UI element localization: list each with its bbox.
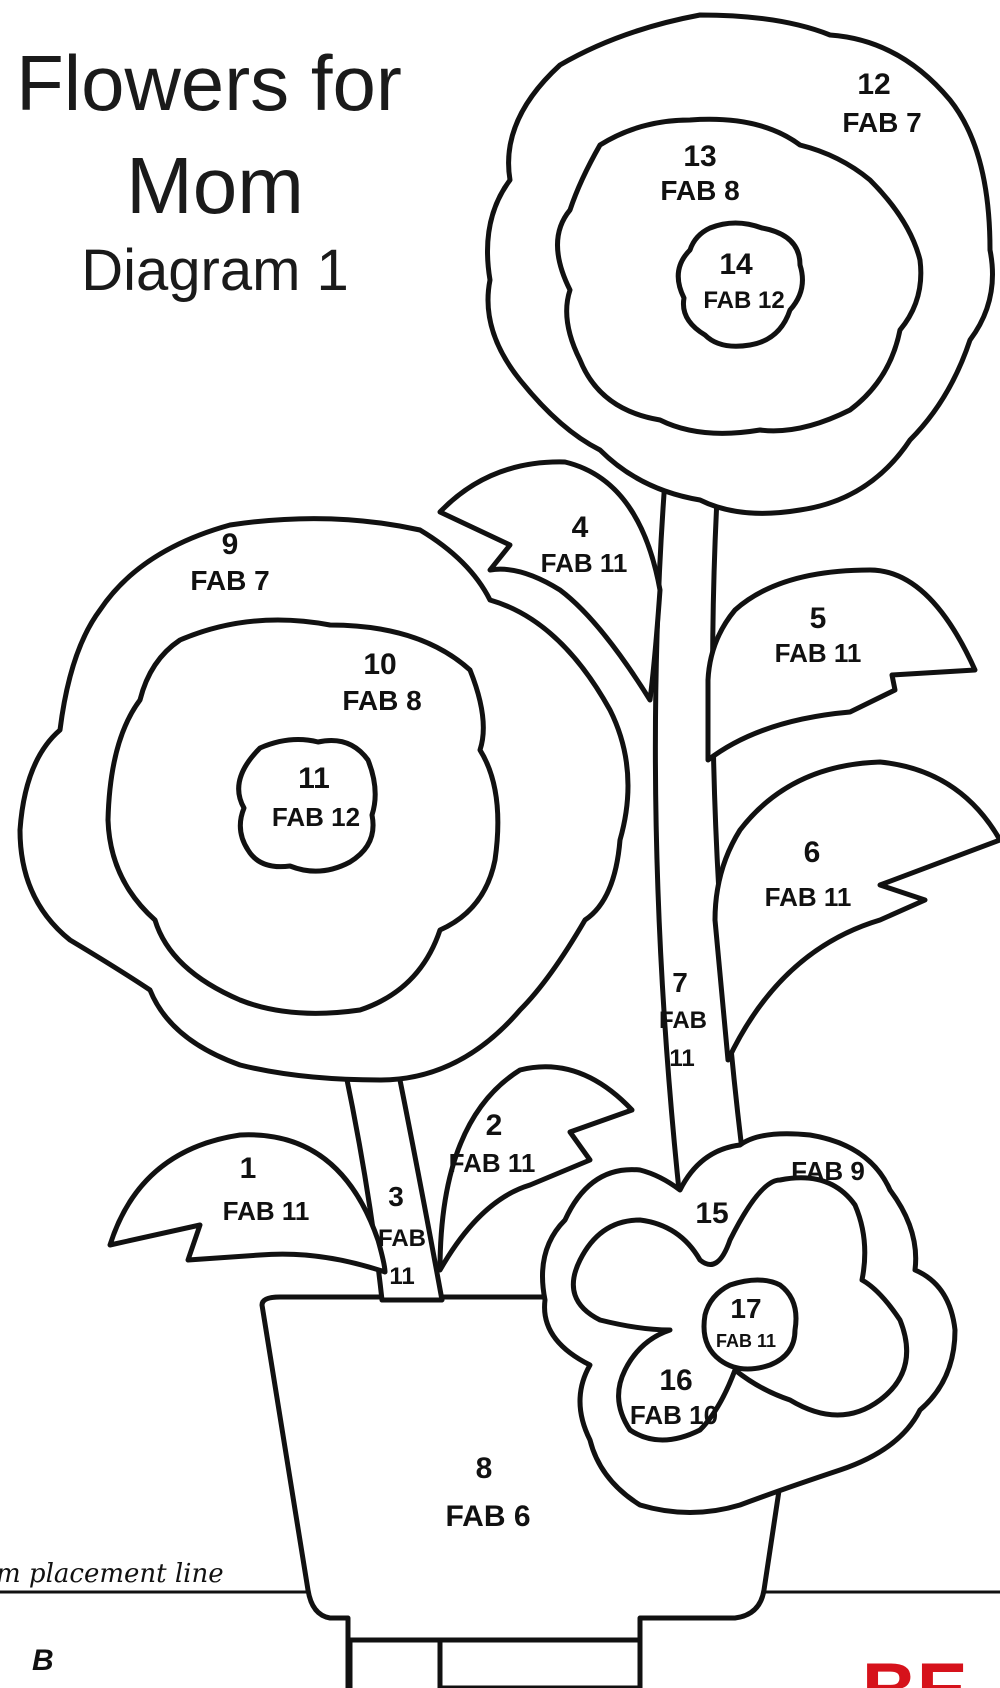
piece-8-fabric: FAB 6: [445, 1500, 530, 1533]
piece-6-fabric: FAB 11: [765, 882, 852, 912]
piece-7-number: 7: [672, 967, 688, 998]
piece-6-leaf: [715, 762, 1000, 1060]
piece-17-number: 17: [730, 1293, 761, 1324]
piece-7-fabric-b: 11: [669, 1045, 694, 1072]
piece-11-number: 11: [298, 762, 330, 795]
piece-9-number: 9: [222, 528, 239, 561]
piece-10-number: 10: [363, 648, 396, 681]
piece-1-fabric: FAB 11: [223, 1196, 310, 1226]
piece-3-fabric-b: 11: [389, 1263, 414, 1290]
piece-5-number: 5: [810, 602, 827, 635]
piece-14-number: 14: [719, 248, 753, 281]
piece-12-fabric: FAB 7: [842, 107, 921, 138]
piece-14-flower-center: [678, 223, 802, 346]
piece-2-fabric: FAB 11: [449, 1148, 536, 1178]
piece-16-fabric: FAB 10: [630, 1400, 718, 1430]
piece-4-number: 4: [572, 511, 589, 544]
piece-11-fabric: FAB 12: [272, 802, 360, 832]
piece-16-number: 16: [659, 1364, 692, 1397]
piece-3-number: 3: [388, 1181, 404, 1212]
piece-7-stem: [655, 480, 742, 1200]
piece-6-number: 6: [804, 836, 821, 869]
piece-4-fabric: FAB 11: [541, 548, 628, 578]
piece-15-fabric: FAB 9: [791, 1156, 865, 1186]
piece-5-fabric: FAB 11: [775, 638, 862, 668]
piece-8-number: 8: [476, 1452, 493, 1485]
piece-10-fabric: FAB 8: [342, 685, 421, 716]
seam-placement-label: m placement line: [0, 1559, 224, 1589]
piece-7-fabric-a: FAB: [659, 1007, 707, 1034]
piece-15-number: 15: [695, 1197, 728, 1230]
piece-17-fabric: FAB 11: [716, 1331, 776, 1351]
piece-3-fabric-a: FAB: [378, 1225, 426, 1252]
logo-fragment: BE: [862, 1648, 968, 1688]
piece-13-number: 13: [683, 140, 716, 173]
piece-13-fabric: FAB 8: [660, 175, 739, 206]
piece-14-fabric: FAB 12: [703, 287, 784, 314]
page-letter: B: [32, 1644, 54, 1677]
piece-1-number: 1: [240, 1152, 257, 1185]
piece-12-number: 12: [857, 68, 890, 101]
piece-9-fabric: FAB 7: [190, 565, 269, 596]
piece-2-number: 2: [486, 1109, 503, 1142]
